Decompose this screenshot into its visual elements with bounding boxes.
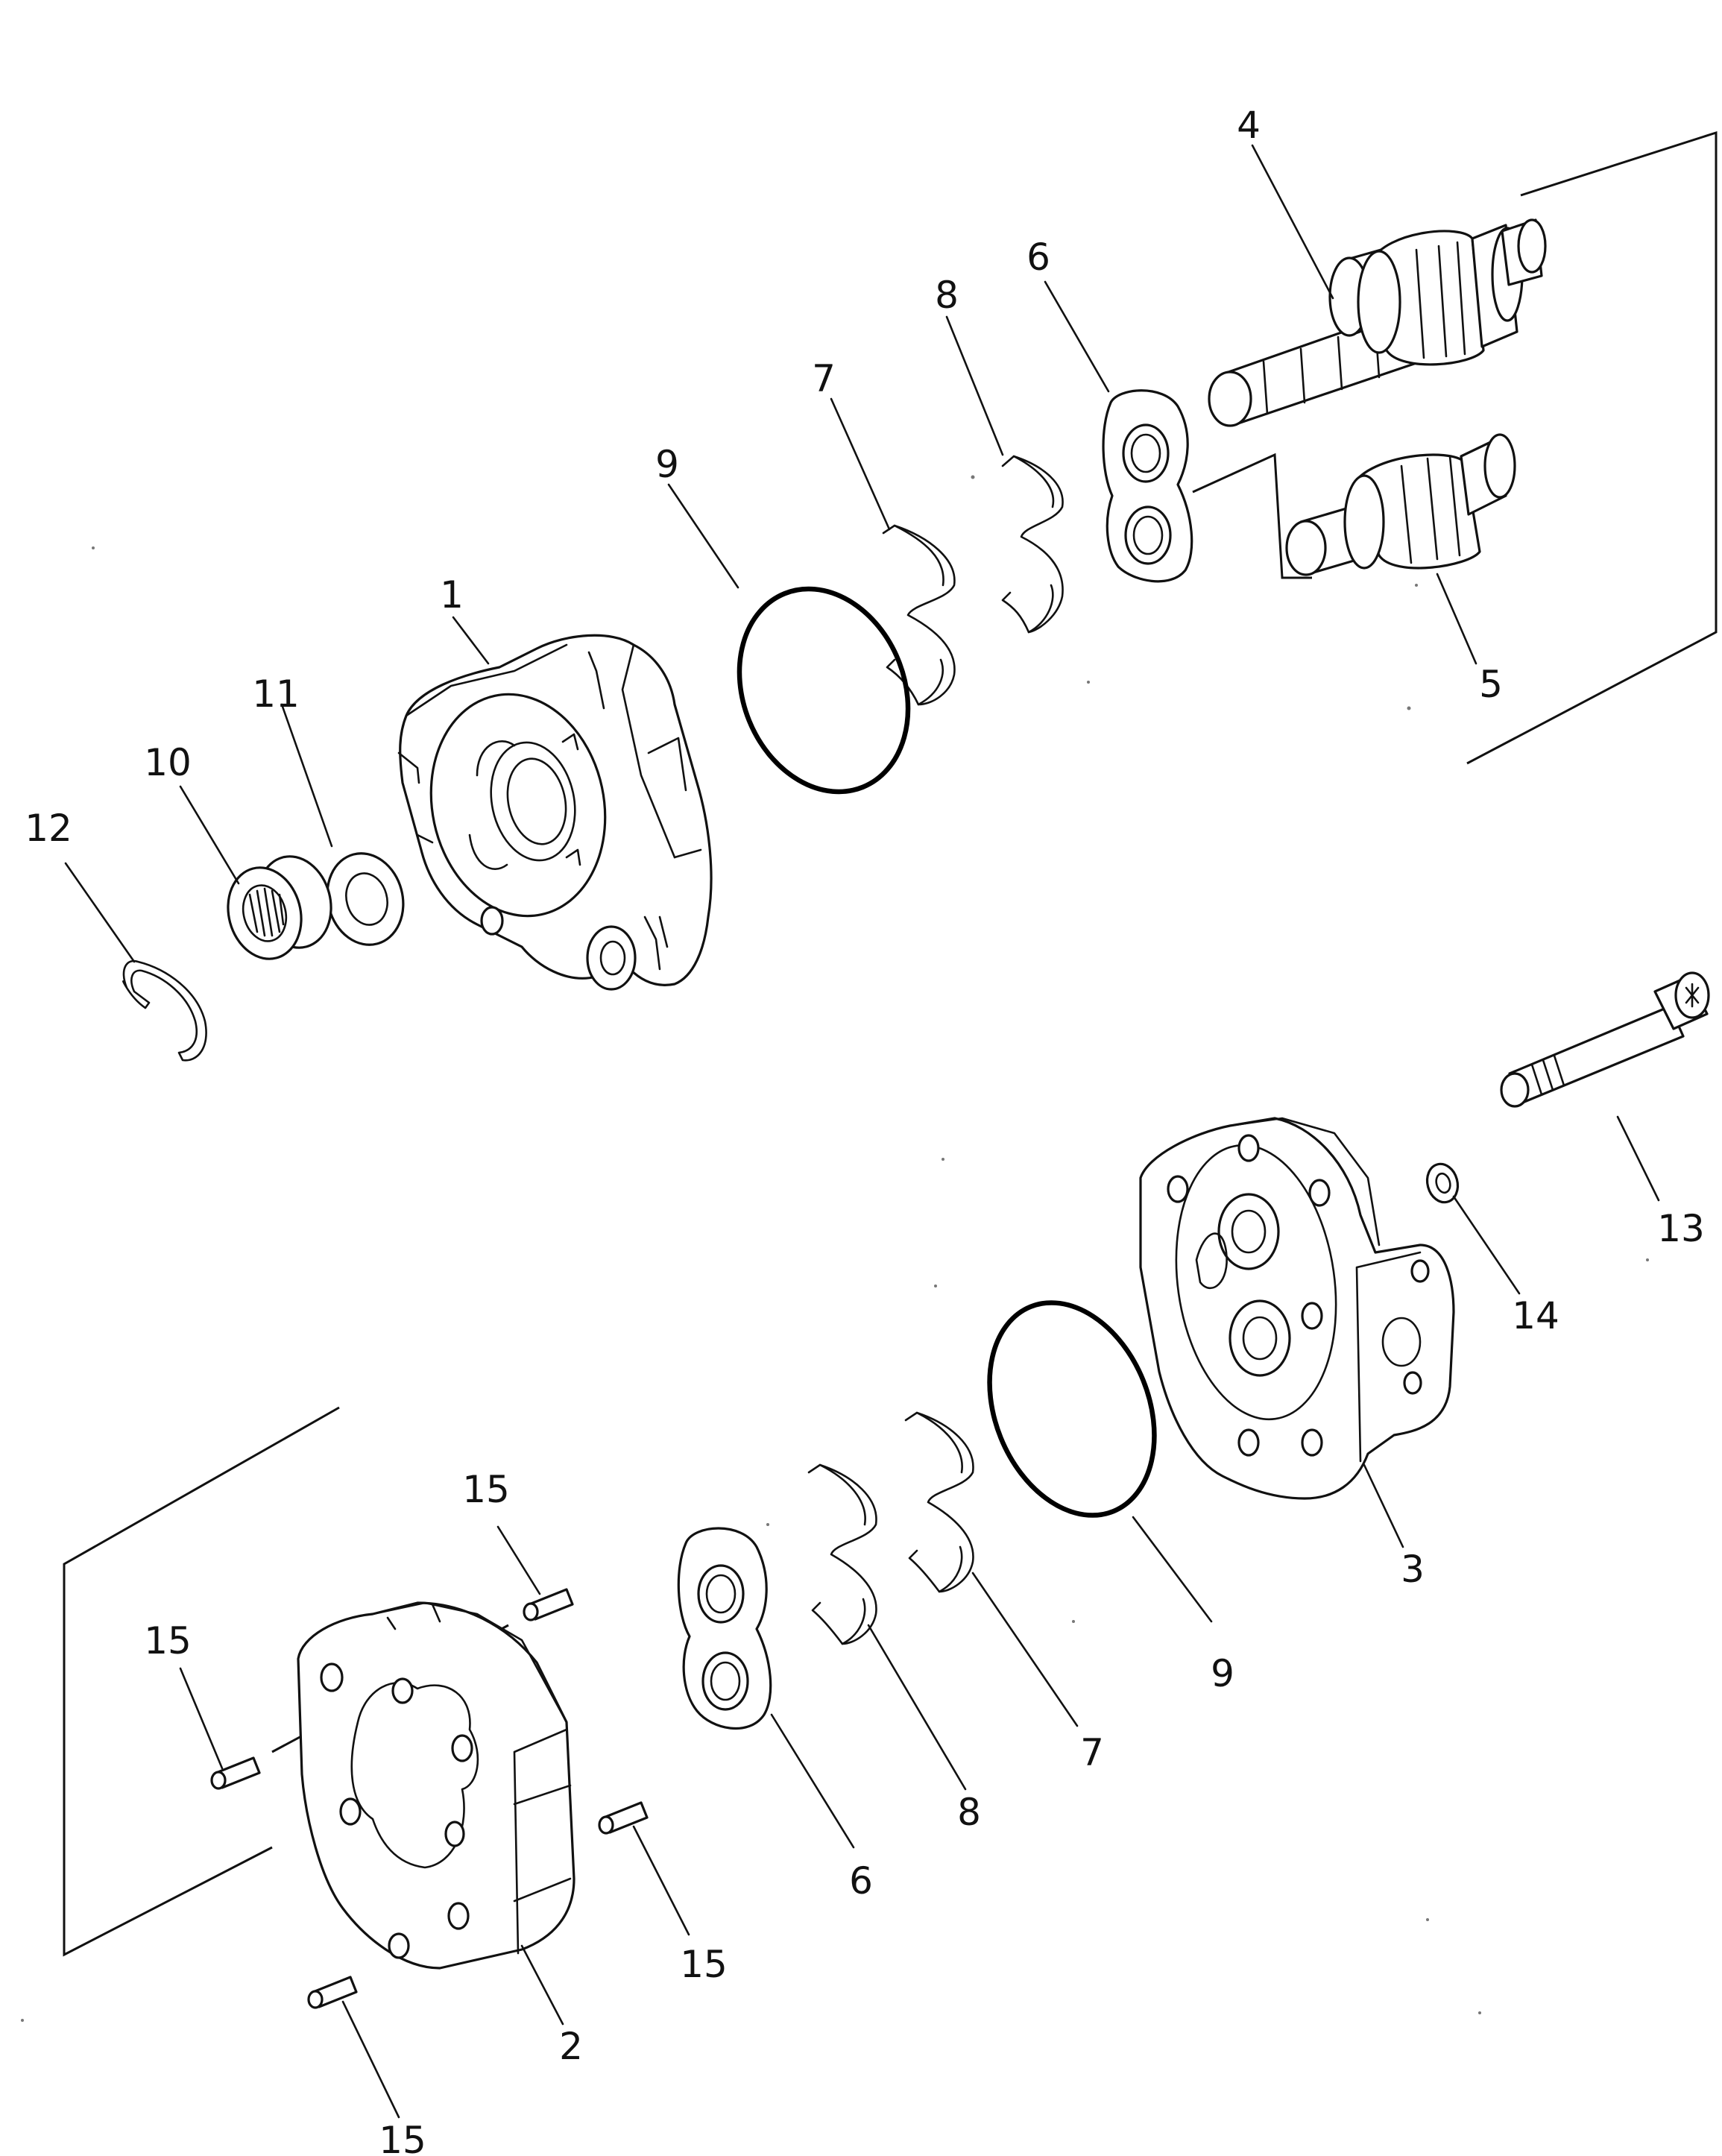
spring-clip-upper-8 bbox=[1001, 455, 1064, 634]
pump-housing-front-cover bbox=[397, 634, 713, 991]
bushing-plate-lower bbox=[677, 1527, 772, 1730]
callout-9-lower: 9 bbox=[1211, 1652, 1234, 1695]
callout-6-lower: 6 bbox=[849, 1859, 873, 1903]
callout-6-upper: 6 bbox=[1026, 236, 1050, 279]
o-ring-upper bbox=[737, 586, 911, 795]
dowel-pin-1 bbox=[523, 1588, 574, 1621]
callout-14: 14 bbox=[1512, 1294, 1559, 1337]
bushing-plate-upper bbox=[1102, 389, 1193, 583]
dowel-pin-2 bbox=[210, 1756, 261, 1790]
callout-3: 3 bbox=[1401, 1548, 1425, 1591]
bolt bbox=[1500, 971, 1710, 1108]
callout-15-b: 15 bbox=[144, 1619, 192, 1662]
callout-13: 13 bbox=[1657, 1207, 1705, 1250]
o-ring-lower bbox=[987, 1300, 1157, 1518]
spring-clip-upper-7 bbox=[882, 524, 956, 706]
callout-7-lower: 7 bbox=[1080, 1731, 1104, 1774]
spring-clip-lower-8 bbox=[807, 1463, 877, 1645]
callout-1: 1 bbox=[440, 573, 464, 617]
pump-rear-cover bbox=[1139, 1117, 1455, 1500]
snap-ring bbox=[122, 959, 207, 1062]
scan-specks bbox=[21, 475, 1649, 2022]
callout-2: 2 bbox=[559, 2025, 583, 2068]
drive-shaft bbox=[1208, 218, 1547, 427]
callout-15-c: 15 bbox=[680, 1943, 728, 1986]
dowel-pin-4 bbox=[307, 1976, 358, 2009]
callout-5: 5 bbox=[1479, 663, 1503, 706]
leader-lines bbox=[64, 144, 1660, 2119]
needle-bearing bbox=[227, 855, 332, 960]
callout-11: 11 bbox=[252, 672, 300, 716]
callout-4: 4 bbox=[1237, 104, 1261, 147]
dowel-pin-3 bbox=[598, 1801, 649, 1835]
callout-15-d: 15 bbox=[379, 2119, 426, 2156]
callout-15-a: 15 bbox=[462, 1468, 510, 1511]
callout-8-upper: 8 bbox=[935, 274, 959, 317]
callout-10: 10 bbox=[144, 741, 192, 784]
driven-gear-shaft bbox=[1285, 433, 1516, 576]
callout-8-lower: 8 bbox=[957, 1791, 981, 1834]
callout-9-upper: 9 bbox=[655, 443, 679, 486]
callout-7-upper: 7 bbox=[812, 357, 836, 400]
spring-clip-lower-7 bbox=[904, 1411, 974, 1593]
callout-12: 12 bbox=[25, 807, 72, 850]
washer-14 bbox=[1425, 1162, 1460, 1204]
assembly-frame-upper bbox=[1192, 130, 1718, 765]
gear-case-body bbox=[297, 1601, 575, 1970]
washer-11 bbox=[326, 852, 405, 946]
callout-labels: 1 2 3 4 5 6 6 7 7 8 8 9 9 10 11 12 13 14… bbox=[25, 104, 1705, 2156]
